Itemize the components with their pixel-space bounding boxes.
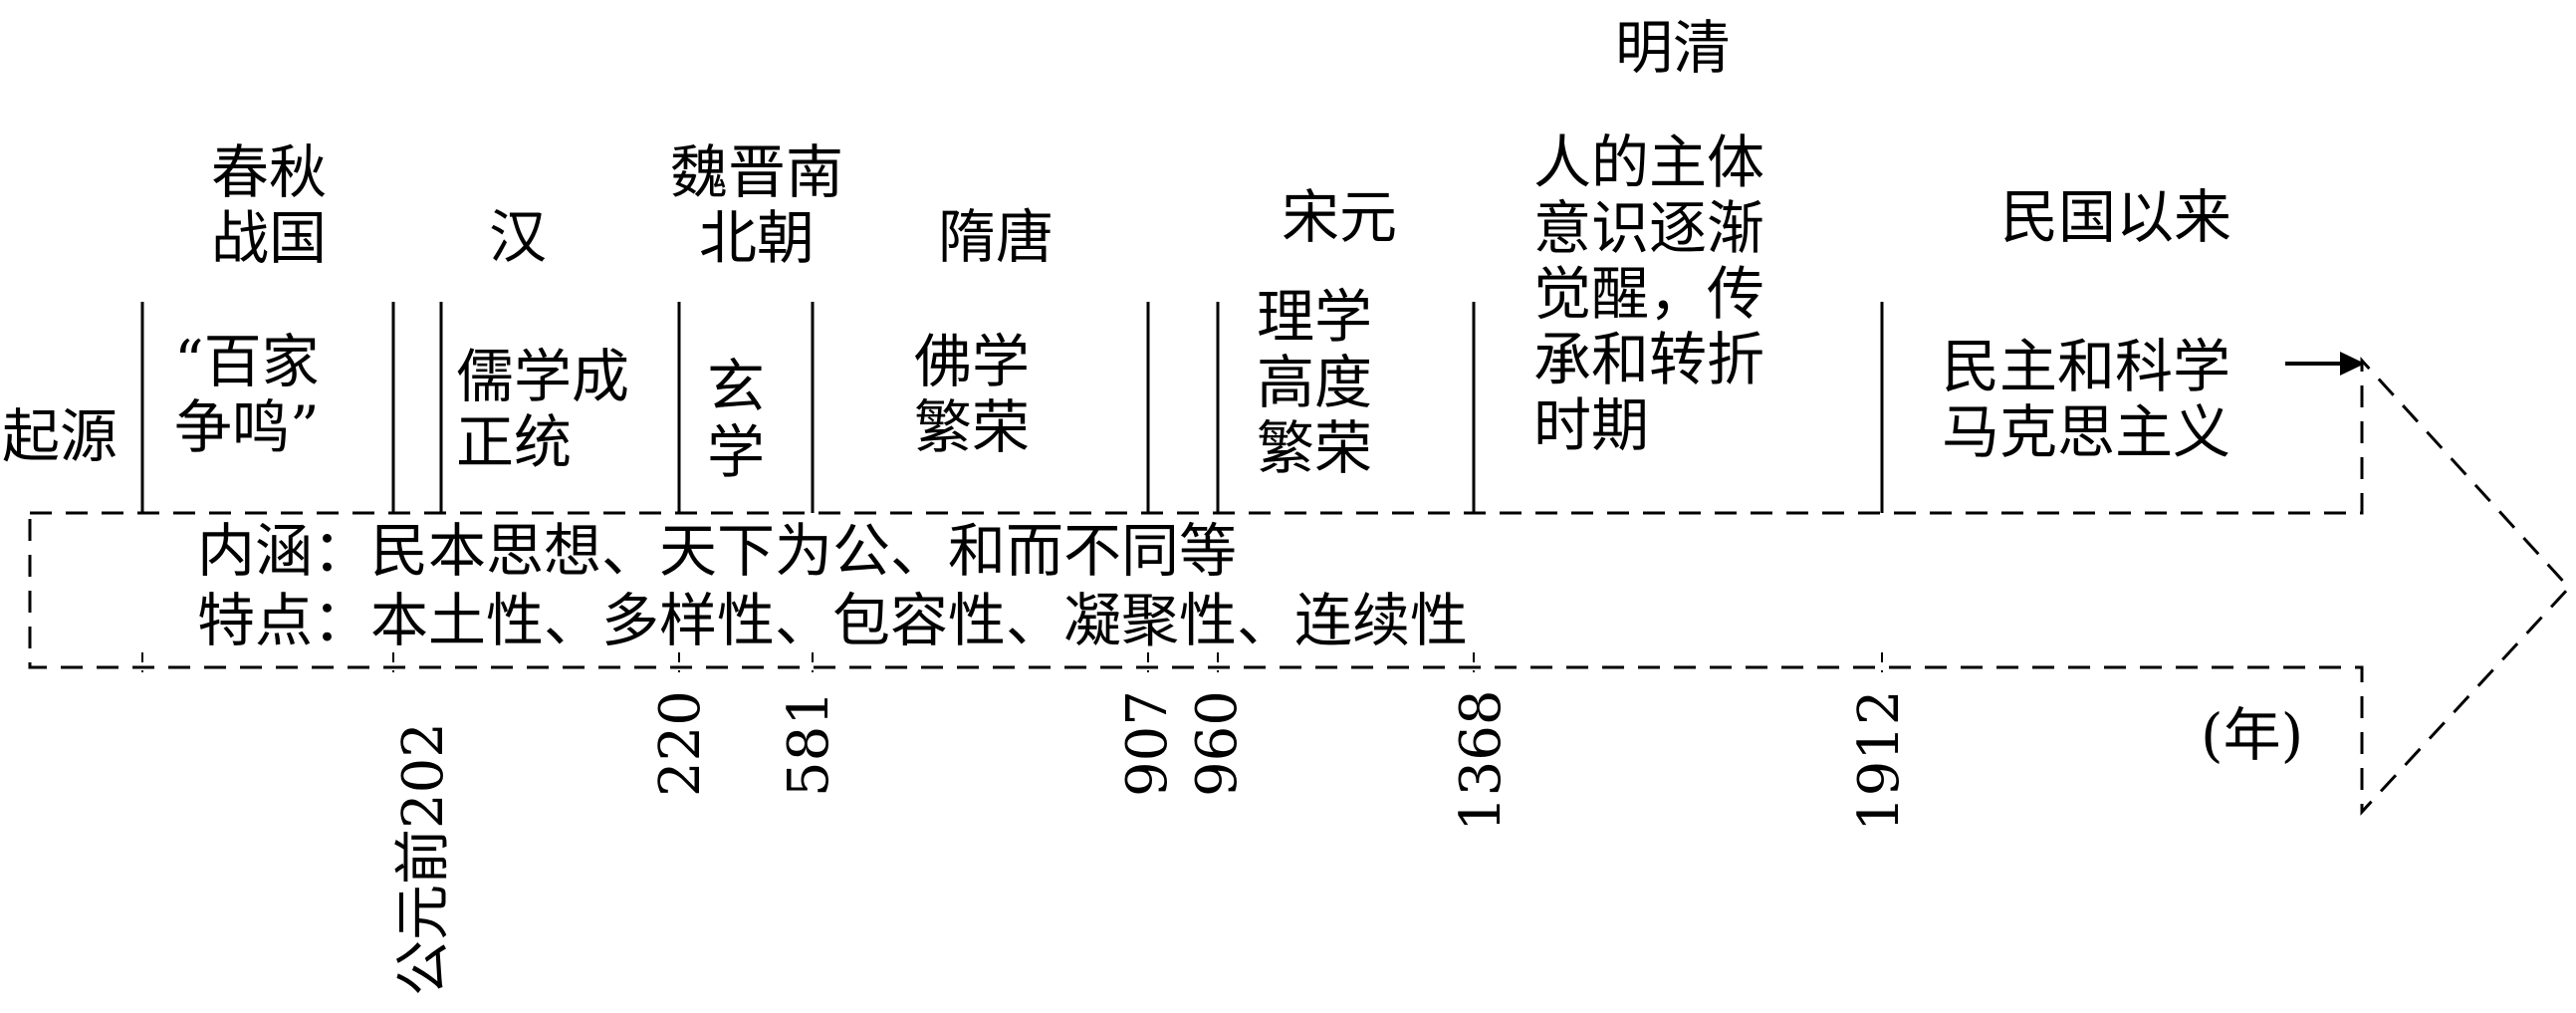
year-label-6: 1912 <box>1847 689 1912 832</box>
era-dividers <box>140 302 1884 513</box>
era-content-lixue: 理学高度繁荣 <box>1257 283 1373 482</box>
era-name-han: 汉 <box>488 203 547 271</box>
band-connotation: 内涵：民本思想、天下为公、和而不同等 <box>197 517 1238 585</box>
year-label-0: 公元前202 <box>391 722 456 996</box>
year-label-5: 1368 <box>1449 689 1514 832</box>
band-characteristics: 特点：本土性、多样性、包容性、凝聚性、连续性 <box>197 587 1469 654</box>
era-name-songyuan: 宋元 <box>1281 183 1397 251</box>
era-name-minguo: 民国以来 <box>1999 183 2231 251</box>
era-name-weijin: 魏晋南北朝 <box>669 138 843 272</box>
era-content-xuanxue: 玄学 <box>707 353 766 486</box>
era-name-chunqiu: 春秋战国 <box>210 138 327 272</box>
era-content-origin: 起源 <box>2 402 118 470</box>
era-content-minguo: 民主和科学马克思主义 <box>1942 333 2231 466</box>
year-unit-label: (年) <box>2201 701 2304 769</box>
era-name-suitang: 隋唐 <box>937 203 1054 271</box>
era-content-baijia: “百家 争鸣” <box>174 328 320 461</box>
year-label-4: 960 <box>1185 690 1250 797</box>
timeline-arrow-band <box>28 357 2572 816</box>
year-label-1: 220 <box>648 690 713 797</box>
era-content-mingqing: 人的主体意识逐渐觉醒，传承和转折时期 <box>1533 128 1765 459</box>
era-content-ruxue: 儒学成正统 <box>456 343 630 476</box>
era-content-foxue: 佛学繁荣 <box>914 328 1031 461</box>
year-label-3: 907 <box>1115 690 1180 797</box>
era-name-mingqing: 明清 <box>1614 14 1731 82</box>
arrow-head-icon <box>2340 352 2365 376</box>
year-label-2: 581 <box>777 690 841 797</box>
year-ticks <box>141 652 1883 672</box>
